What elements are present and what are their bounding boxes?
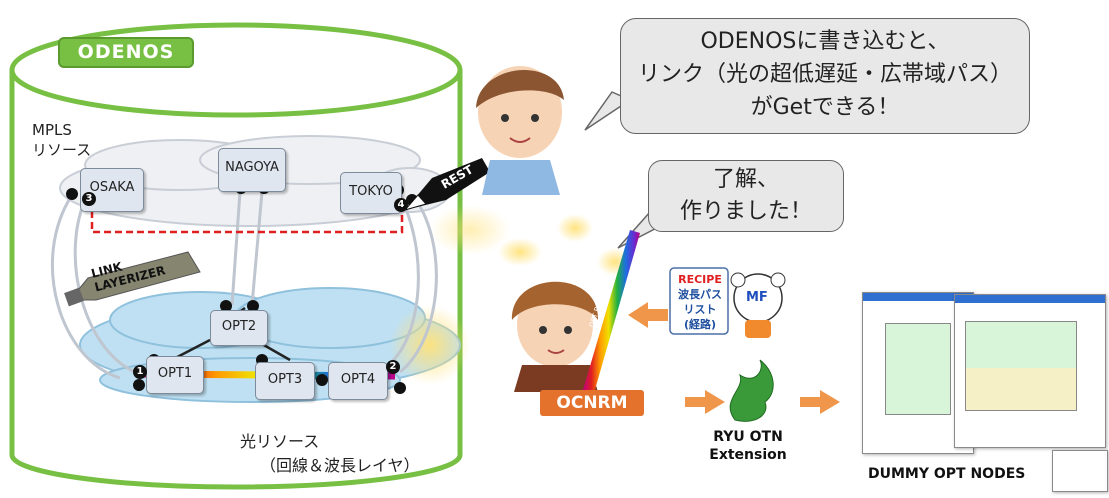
user-avatar xyxy=(476,66,564,195)
badge-4: 4 xyxy=(394,198,408,212)
flow-arrows xyxy=(628,302,840,414)
node-opt3: OPT3 xyxy=(255,362,315,400)
recipe-label: RECIPE 波長パス リスト (経路) xyxy=(678,273,722,331)
glow xyxy=(390,305,470,385)
node-opt1: OPT1 xyxy=(146,356,204,394)
badge-1: 1 xyxy=(133,365,147,379)
node-opt2: OPT2 xyxy=(210,310,268,346)
node-nagoya: NAGOYA xyxy=(218,148,286,192)
ocnrm-label: OCNRM xyxy=(540,390,644,416)
mf-label: MF xyxy=(746,290,768,305)
mpls-link-dashed xyxy=(90,200,404,234)
dummy-opt-window-small xyxy=(1052,450,1108,492)
badge-2: 2 xyxy=(386,360,400,374)
odenos-label: ODENOS xyxy=(58,37,194,68)
badge-3: 3 xyxy=(82,192,96,206)
dummy-opt-window-front xyxy=(954,294,1106,448)
speech-bubble-user: ODENOSに書き込むと、 リンク（光の超低遅延・広帯域パス） がGetできる！ xyxy=(620,18,1030,134)
node-tokyo: TOKYO xyxy=(340,172,402,214)
rest-pen-icon xyxy=(403,158,490,211)
odenos-cylinder xyxy=(9,22,463,490)
node-opt4: OPT4 xyxy=(328,362,388,400)
cross-layer-links xyxy=(50,191,438,380)
ryu-dragon-icon xyxy=(729,359,774,422)
speech-bubble-ocnrm: 了解、 作りました！ xyxy=(648,160,844,232)
link-layerizer-tube-icon xyxy=(64,251,201,307)
mpls-resource-label: MPLS リソース xyxy=(32,121,92,159)
ryu-otn-label: RYU OTN Extension xyxy=(709,429,787,463)
recipe-scroll xyxy=(669,267,729,335)
mf-mascot-icon xyxy=(730,272,786,338)
dummy-opt-nodes-label: DUMMY OPT NODES xyxy=(868,466,1026,482)
ocnrm-avatar xyxy=(511,230,640,393)
optical-resource-label: 光リソース （回線＆波長レイヤ） xyxy=(240,432,420,475)
